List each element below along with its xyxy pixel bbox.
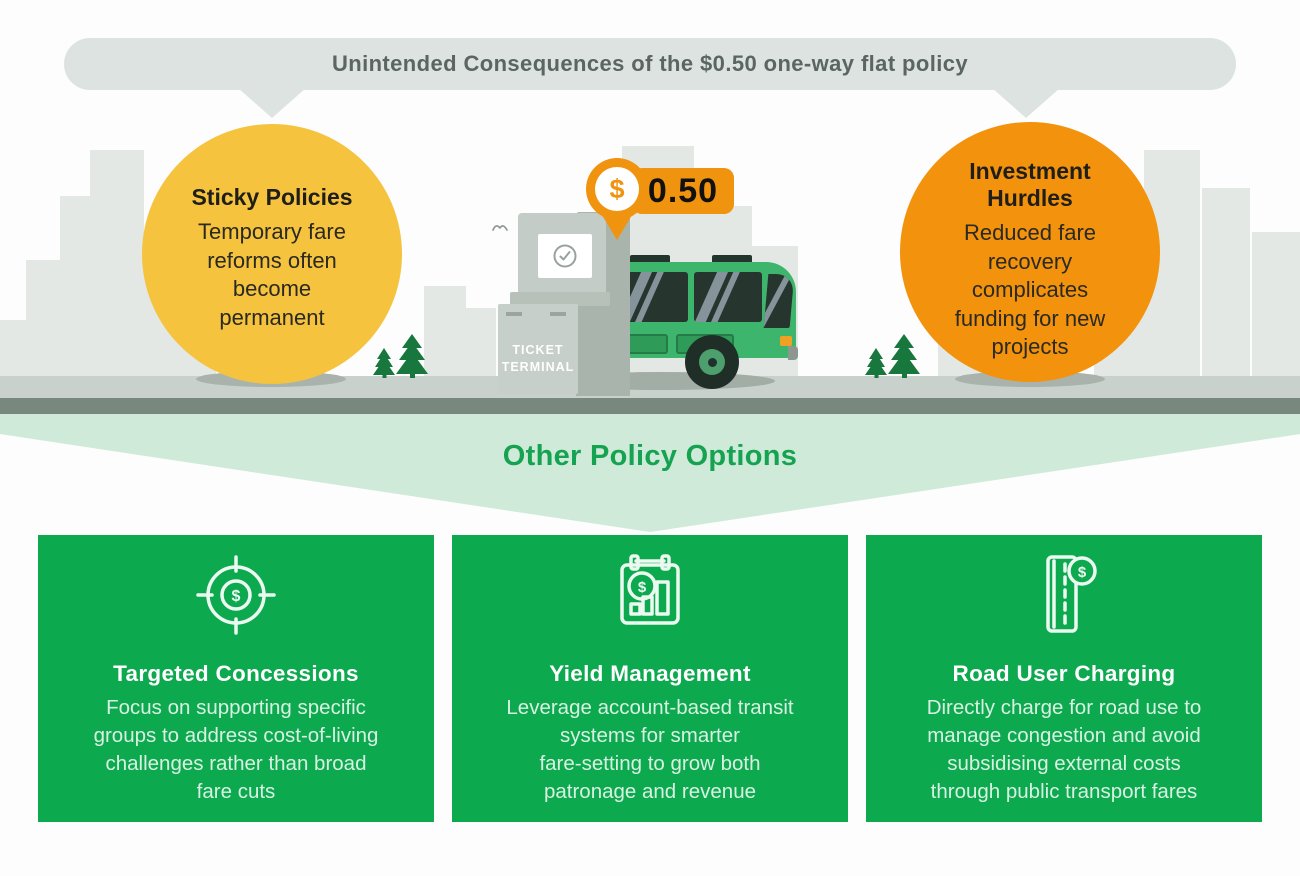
- skyline-building: [466, 308, 496, 378]
- card-title: Targeted Concessions: [113, 661, 359, 686]
- option-card-road-user-charging: $ Road User Charging Directly charge for…: [866, 535, 1262, 822]
- bubble-description: Temporary fare reforms often become perm…: [198, 219, 346, 330]
- skyline-building: [0, 320, 30, 378]
- skyline-building: [1202, 188, 1250, 378]
- road-toll-icon: $: [1046, 555, 1097, 633]
- skyline-building: [60, 196, 92, 378]
- card-title: Yield Management: [549, 661, 751, 686]
- bubble-title: Investment Hurdles: [969, 158, 1091, 211]
- skyline-building: [424, 286, 466, 378]
- bus-roof-vent: [630, 255, 670, 264]
- svg-text:$: $: [638, 579, 647, 596]
- terminal-label: TICKET TERMINAL: [501, 343, 575, 374]
- card-title: Road User Charging: [952, 661, 1176, 686]
- dollar-symbol: $: [595, 167, 639, 211]
- option-card-targeted-concessions: $ Targeted Concessions Focus on supporti…: [38, 535, 434, 822]
- infographic-title: Unintended Consequences of the $0.50 one…: [331, 51, 969, 76]
- bubble-description: Reduced fare recovery complicates fundin…: [954, 220, 1106, 359]
- skyline-building: [90, 150, 144, 378]
- road-curb: [0, 398, 1300, 414]
- pine-trees-right: [865, 334, 920, 378]
- banner-pointer-left: [238, 88, 306, 118]
- consequence-bubble-investment-hurdles: Investment Hurdles Reduced fare recovery…: [900, 122, 1160, 382]
- fare-amount: 0.50: [647, 171, 719, 210]
- pine-trees-left: [373, 334, 428, 378]
- terminal-screen: [538, 234, 592, 278]
- bus-roof-vent: [712, 255, 752, 264]
- check-icon: [553, 244, 577, 268]
- terminal-desk: [510, 292, 610, 306]
- banner-pointer-right: [992, 88, 1060, 118]
- card-description: Directly charge for road use to manage c…: [926, 696, 1202, 803]
- svg-text:$: $: [1078, 564, 1087, 581]
- bus-windshield: [763, 274, 795, 328]
- target-dollar-icon: $: [196, 555, 276, 635]
- bus-wheel: [685, 335, 739, 389]
- bus-bumper: [788, 346, 798, 360]
- bus-window: [694, 272, 762, 322]
- options-heading: Other Policy Options: [502, 440, 798, 472]
- option-card-yield-management: $ Yield Management Leverage account-base…: [452, 535, 848, 822]
- bus-illustration: [600, 250, 800, 390]
- terminal-head: [518, 213, 606, 295]
- chart-clipboard-icon: $: [620, 554, 680, 625]
- card-description: Focus on supporting specific groups to a…: [93, 696, 379, 803]
- bus-headlight: [780, 336, 792, 346]
- consequence-bubble-sticky-policies: Sticky Policies Temporary fare reforms o…: [142, 124, 402, 384]
- skyline-building: [26, 260, 62, 378]
- options-funnel: Other Policy Options: [0, 414, 1300, 532]
- card-description: Leverage account-based transit systems f…: [506, 696, 794, 803]
- bird-icon: [492, 225, 508, 231]
- skyline-building: [1252, 232, 1300, 378]
- bubble-title: Sticky Policies: [191, 184, 353, 210]
- fare-amount-box: 0.50: [632, 168, 734, 214]
- terminal-base: TICKET TERMINAL: [498, 304, 578, 394]
- svg-text:$: $: [232, 588, 241, 605]
- ticket-terminal: TICKET TERMINAL: [494, 208, 634, 396]
- fare-tag: 0.50 $: [586, 156, 746, 248]
- title-banner: Unintended Consequences of the $0.50 one…: [64, 38, 1236, 90]
